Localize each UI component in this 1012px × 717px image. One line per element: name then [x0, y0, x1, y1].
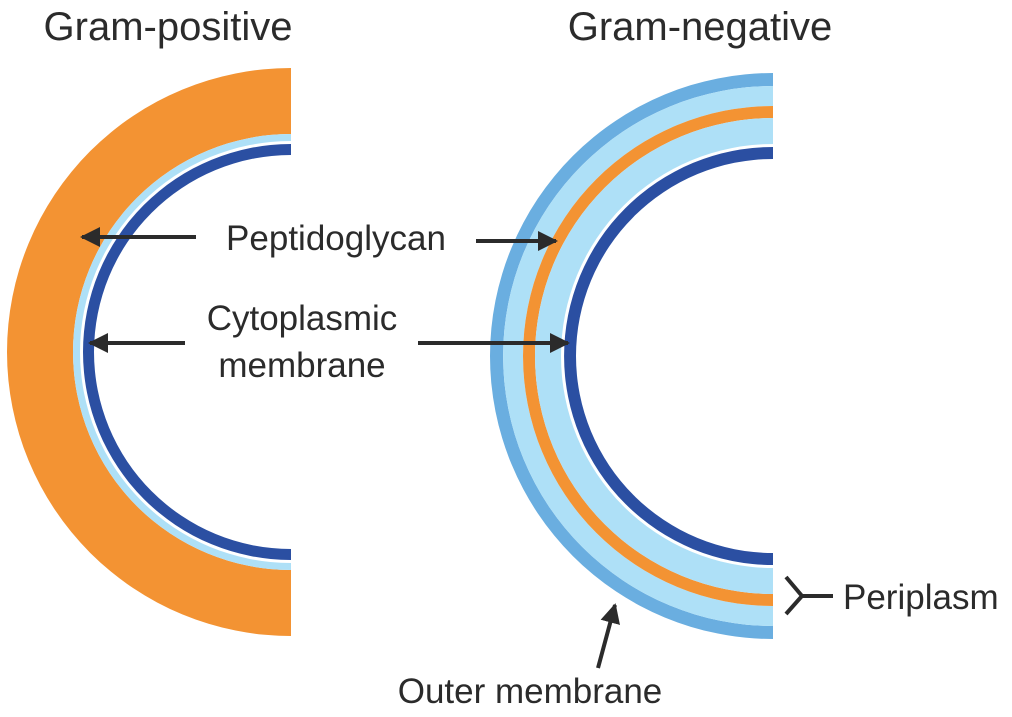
outer-membrane-label: Outer membrane: [398, 672, 663, 711]
gram-positive-cell-wall: [7, 68, 291, 636]
gp-peptidoglycan-layer: [7, 68, 291, 636]
periplasm-label: Periplasm: [843, 578, 999, 617]
gram-negative-title: Gram-negative: [568, 5, 833, 49]
cytoplasmic-membrane-label-line2: membrane: [218, 346, 385, 385]
gram-positive-title: Gram-positive: [44, 5, 293, 49]
gn-periplasm-inner: [535, 118, 773, 594]
gram-negative-cell-wall: [490, 73, 773, 639]
periplasm-bracket: [784, 575, 833, 616]
pointer-arrows: [80, 227, 620, 669]
peptidoglycan-label: Peptidoglycan: [226, 219, 446, 258]
outer-membrane-arrow: [596, 603, 620, 669]
cytoplasmic-membrane-label-line1: Cytoplasmic: [207, 299, 398, 338]
